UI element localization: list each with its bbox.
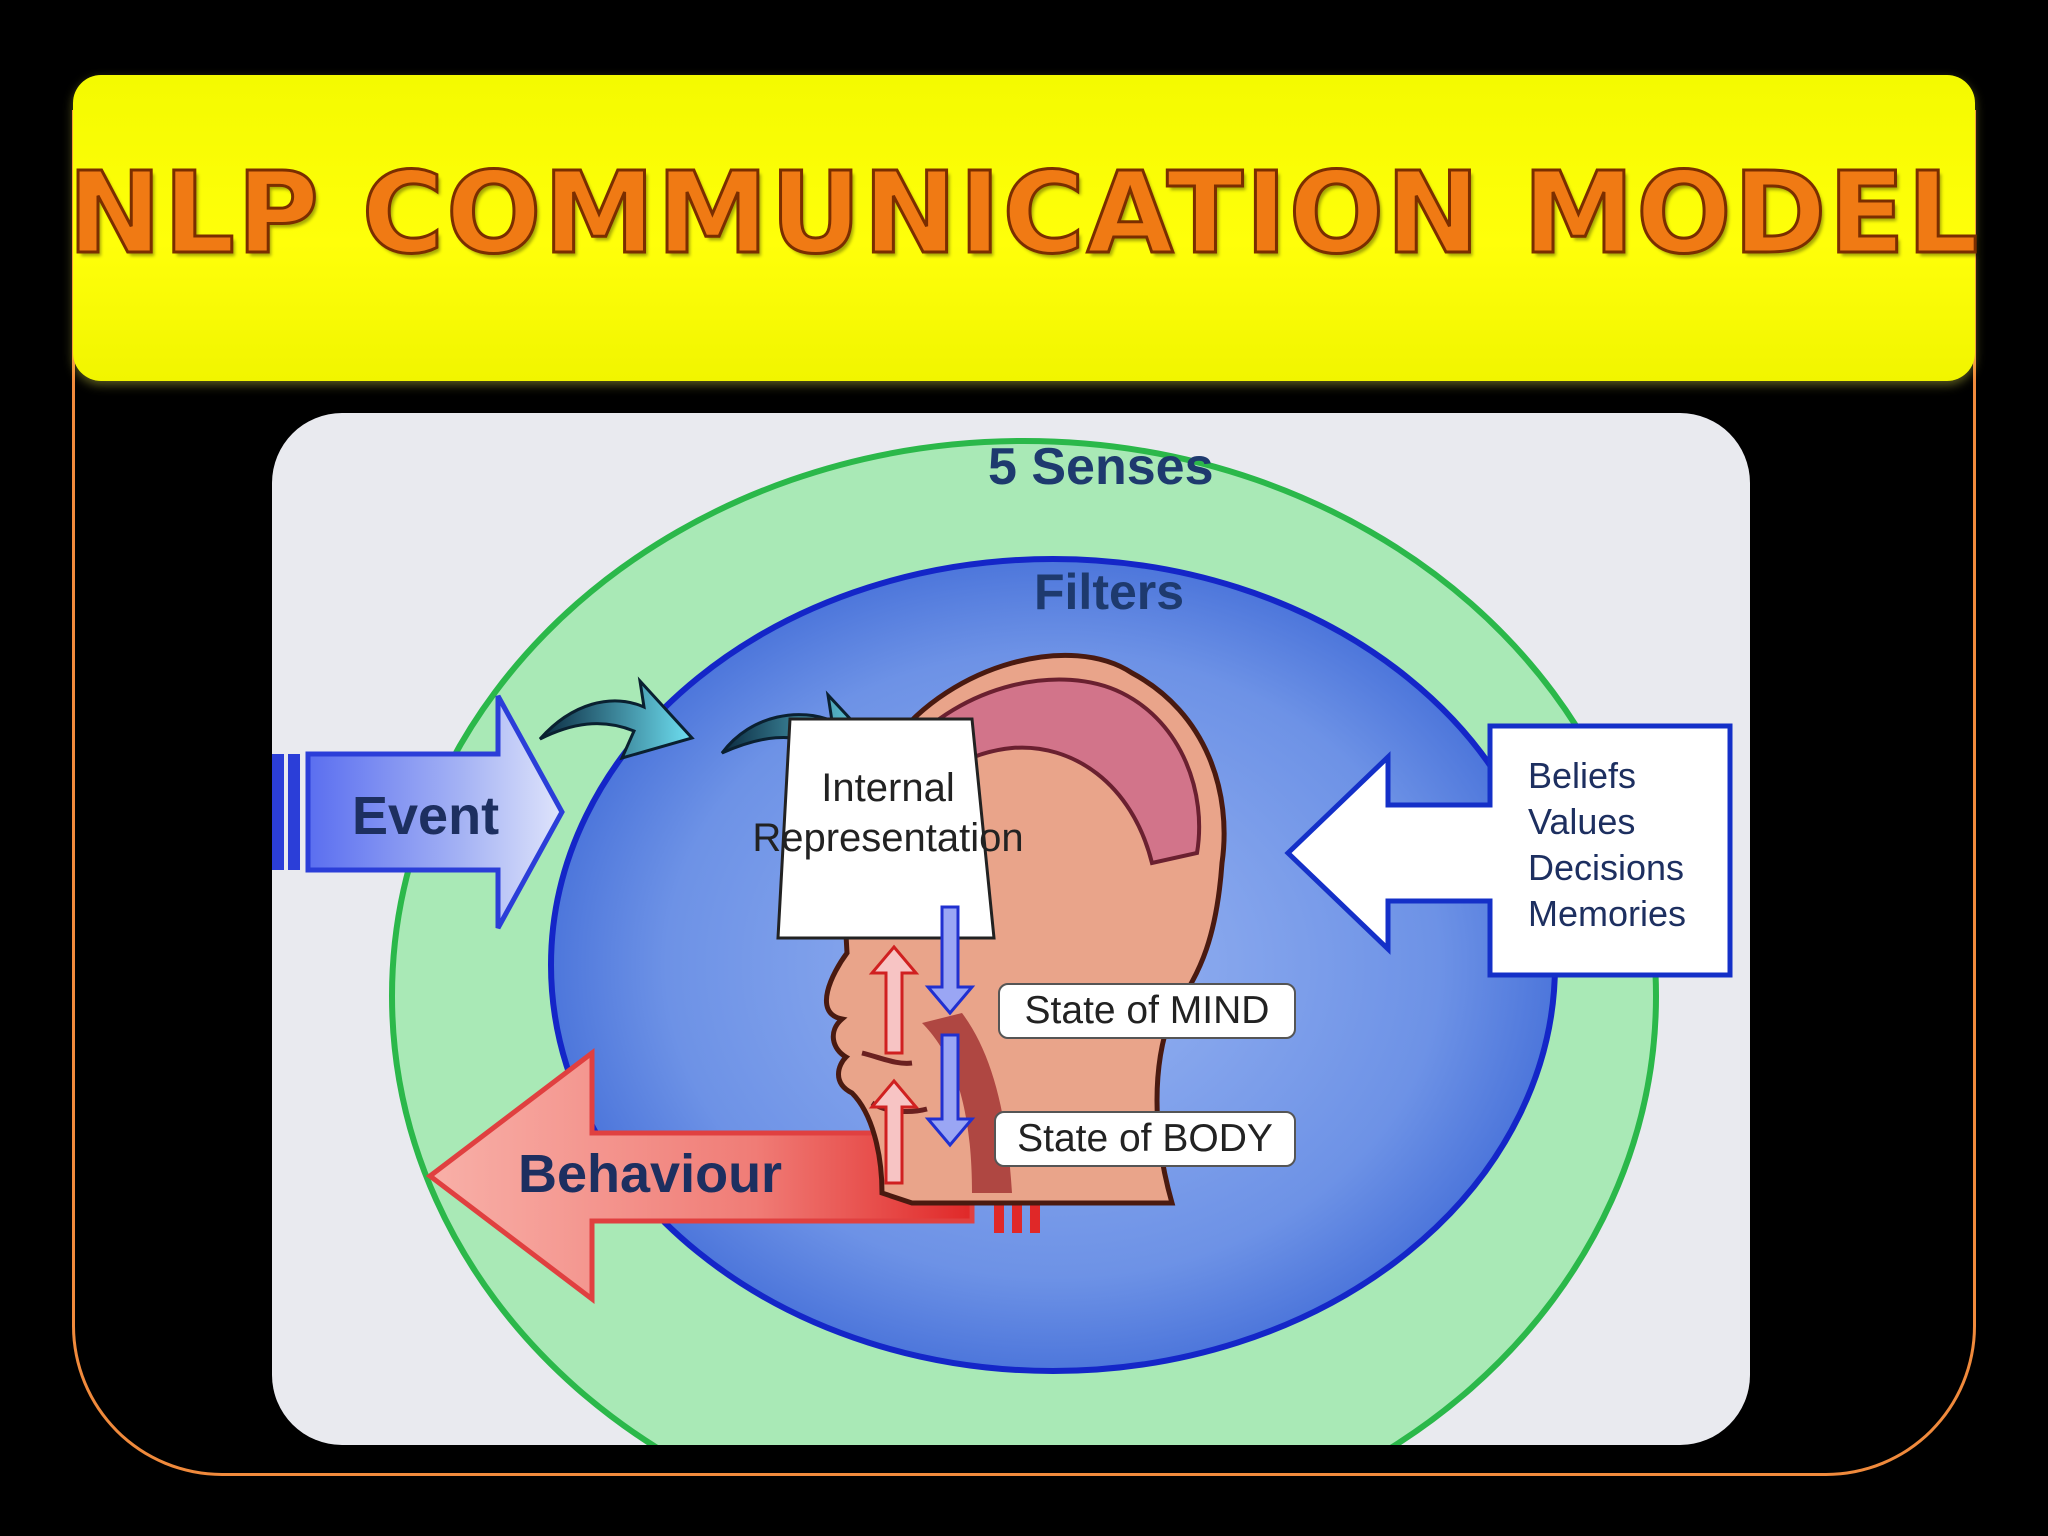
internal-representation-text: Internal Representation	[752, 763, 1023, 863]
diagram-panel: 5 Senses Filters Event Behaviour Interna…	[272, 413, 1750, 1445]
body-down-arrow	[924, 1033, 976, 1148]
event-label: Event	[352, 786, 500, 846]
state-of-mind-box: State of MIND	[998, 983, 1296, 1039]
mind-down-arrow	[924, 905, 976, 1016]
slide-title: NLP COMMUNICATION MODEL	[66, 148, 1981, 281]
title-banner: NLP COMMUNICATION MODEL	[66, 75, 1980, 381]
diagram-graphic	[272, 438, 1733, 1445]
state-of-body-box: State of BODY	[994, 1111, 1296, 1167]
ir-line-2: Representation	[752, 816, 1024, 860]
body-up-arrow	[868, 1078, 920, 1185]
ir-line-1: Internal	[821, 766, 955, 810]
mind-up-arrow	[868, 944, 920, 1055]
filters-list: Beliefs Values Decisions Memories	[1528, 753, 1686, 937]
slide-frame	[72, 110, 1976, 1476]
beliefs-box	[1284, 723, 1733, 978]
filter-memories: Memories	[1528, 893, 1687, 934]
event-arrow	[272, 694, 565, 930]
filter-decisions: Decisions	[1528, 847, 1685, 888]
swoosh-arrow-outer	[538, 676, 695, 761]
behaviour-arrow	[425, 1047, 1040, 1305]
filters-label: Filters	[1034, 564, 1185, 620]
behaviour-label: Behaviour	[518, 1144, 783, 1204]
filter-beliefs: Beliefs	[1528, 755, 1637, 796]
filter-values: Values	[1528, 801, 1636, 842]
senses-label: 5 Senses	[988, 438, 1214, 496]
